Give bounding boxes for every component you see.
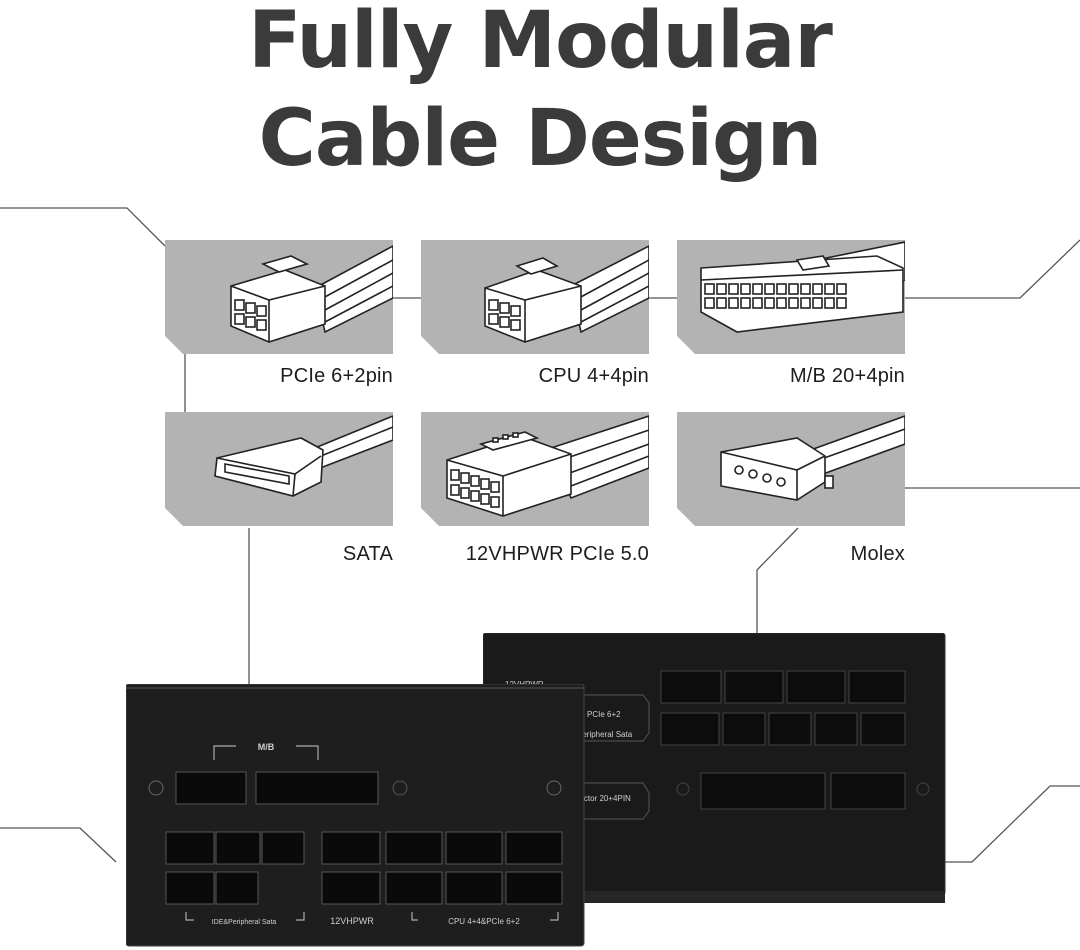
12vhpwr-connector-icon	[421, 412, 649, 526]
sata-connector-icon	[165, 412, 393, 526]
cable-label-12vhpwr: 12VHPWR PCIe 5.0	[465, 543, 649, 565]
cable-card-molex	[677, 412, 905, 526]
cable-card-cpu	[421, 240, 649, 354]
psu-front-panel: M/B IDE&Peripheral Sata 12VHPWR CPU 4+4&…	[126, 684, 585, 947]
psu-back-periph-label: Peripheral Sata	[577, 730, 633, 739]
cable-label-sata: SATA	[342, 543, 393, 565]
cable-label-cpu: CPU 4+4pin	[538, 365, 649, 387]
psu-front-mb-label: M/B	[258, 742, 275, 752]
psu-back-pcie-label: PCIe 6+2	[587, 710, 621, 719]
cable-card-12vhpwr	[421, 412, 649, 526]
psu-front-12vhpwr-label: 12VHPWR	[330, 916, 374, 926]
psu-back-connector-label: nector 20+4PIN	[575, 794, 631, 803]
psu-front-periph-label: IDE&Peripheral Sata	[212, 919, 277, 926]
molex-connector-icon	[677, 412, 905, 526]
cable-label-molex: Molex	[850, 543, 905, 565]
motherboard-connector-icon	[677, 240, 905, 354]
title-line-1: Fully Modular	[248, 0, 833, 86]
psu-back-panel: 12VHPWR PCIe 6+2 Peripheral Sata nector …	[483, 633, 946, 903]
cable-card-pcie	[165, 240, 393, 354]
title-line-2: Cable Design	[258, 94, 823, 184]
cable-label-pcie: PCIe 6+2pin	[280, 365, 393, 387]
cable-card-sata	[165, 412, 393, 526]
pcie-connector-icon	[165, 240, 393, 354]
cpu-connector-icon	[421, 240, 649, 354]
cable-label-motherboard: M/B 20+4pin	[789, 365, 905, 387]
psu-front-cpu-pcie-label: CPU 4+4&PCIe 6+2	[448, 917, 520, 926]
cable-card-motherboard	[677, 240, 905, 354]
